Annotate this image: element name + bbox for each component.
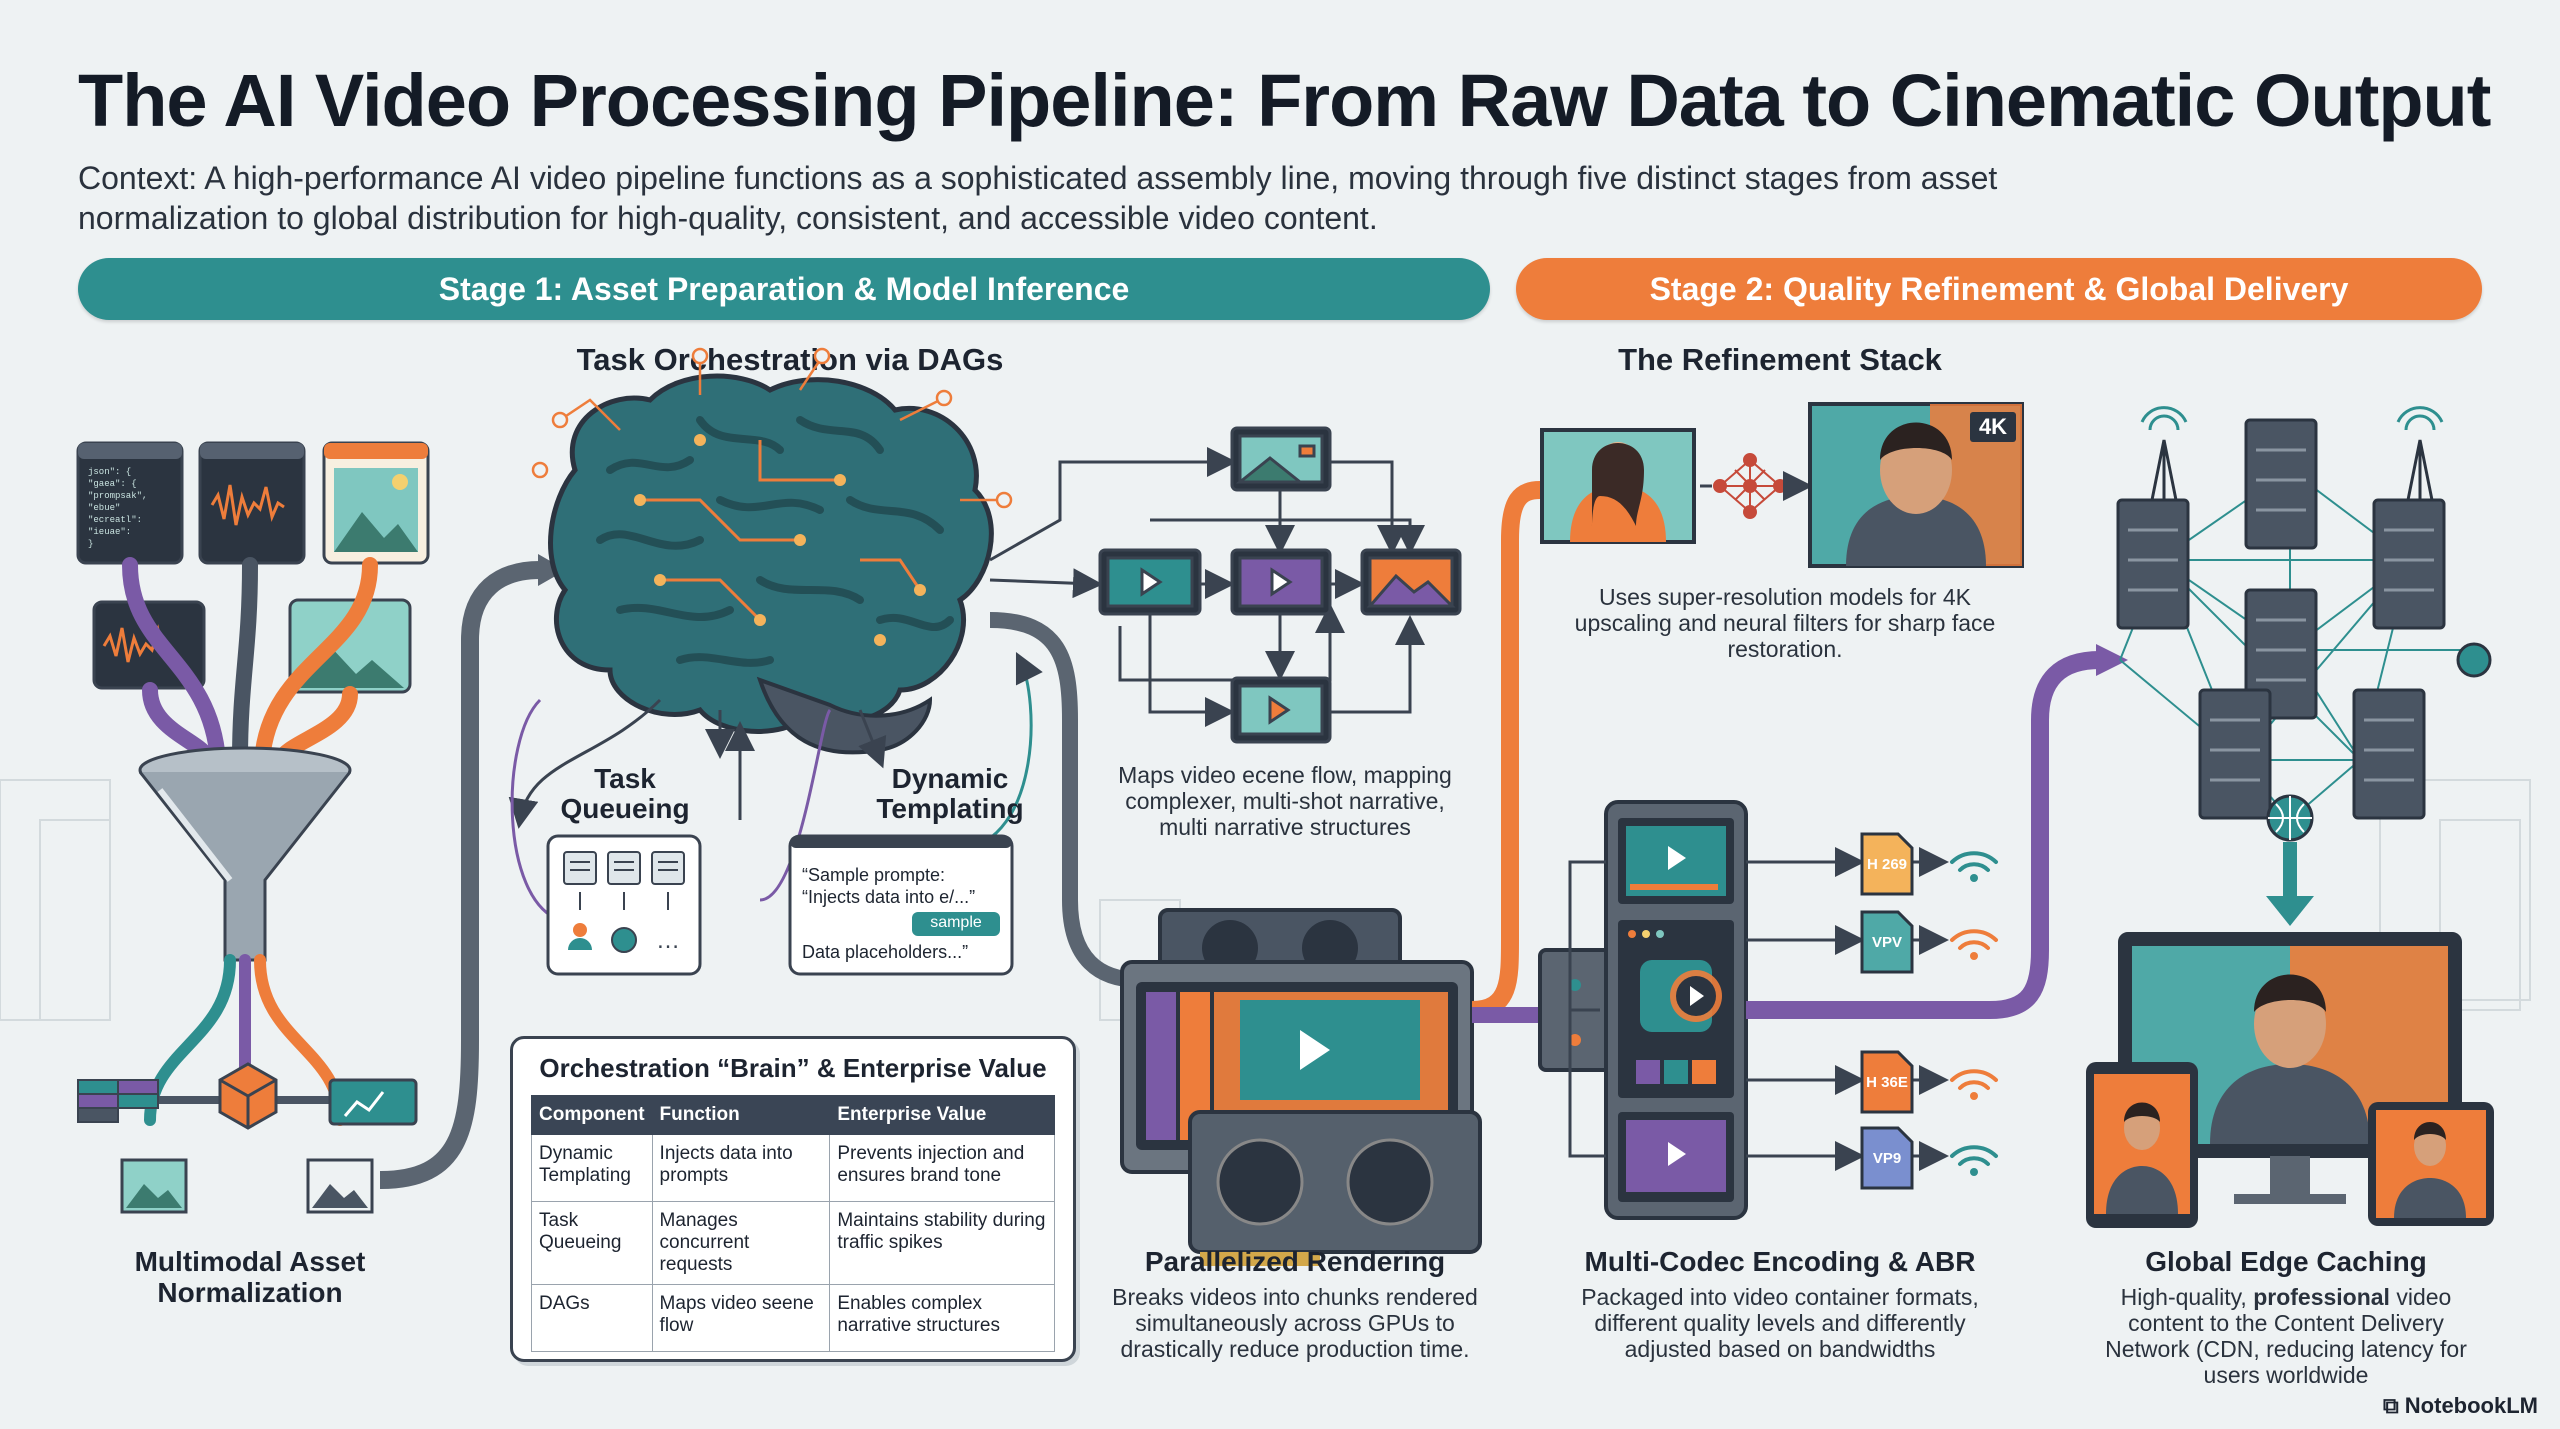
orchestration-table: Component Function Enterprise Value Dyna… (531, 1095, 1055, 1352)
code-line: "gaea": { (88, 479, 137, 489)
svg-text:…: … (656, 927, 680, 954)
dynamic-templating-label: Dynamic Templating (876, 763, 1024, 824)
gpu-cards-icon (1120, 908, 1482, 1266)
codec-label: VP9 (1872, 1150, 1902, 1167)
brain-icon (531, 347, 1013, 755)
table-cell: Dynamic Templating (531, 1134, 653, 1202)
template-line: “Injects data into e/...” (802, 887, 976, 907)
encoding-title: Multi-Codec Encoding & ABR (1584, 1246, 1976, 1277)
stage-2-banner: Stage 2: Quality Refinement & Global Del… (1516, 258, 2482, 320)
table-cell: Maps video seene flow (651, 1284, 831, 1352)
codec-label: VPV (1871, 934, 1902, 951)
codec-label: H 36E (1866, 1074, 1908, 1091)
table-header: Function (651, 1095, 831, 1135)
normalized-cube-icon (218, 1062, 278, 1130)
face-before-image (1540, 428, 1696, 544)
image-window-icon (322, 441, 430, 565)
image-thumb-icon-2 (306, 1158, 374, 1214)
table-row: Task Queueing Manages concurrent request… (531, 1201, 1055, 1285)
table-cell: DAGs (531, 1284, 653, 1352)
table-header-row: Component Function Enterprise Value (531, 1095, 1055, 1135)
image-thumb-icon (120, 1158, 188, 1214)
template-line: “Sample prompte: (802, 865, 946, 885)
code-line: "ebue" (88, 503, 121, 513)
edge-caching-title: Global Edge Caching (2145, 1246, 2427, 1277)
template-sample-chip: sample (930, 914, 982, 931)
monitor-icon (2118, 932, 2462, 1204)
table-row: DAGs Maps video seene flow Enables compl… (531, 1284, 1055, 1352)
audio-window-icon (198, 441, 306, 565)
brand-text: NotebookLM (2404, 1393, 2538, 1418)
code-line: json": { (88, 467, 132, 477)
encoding-tower-icon (1538, 800, 1748, 1220)
neural-net-icon (1713, 453, 1787, 519)
code-window-icon (76, 441, 184, 565)
chart-window-icon (328, 1078, 418, 1126)
template-card-text: “Sample prompte: “Injects data into e/..… (802, 864, 1002, 908)
rendering-title: Parallelized Rendering (1144, 1246, 1446, 1277)
table-row: Dynamic Templating Injects data into pro… (531, 1134, 1055, 1202)
code-line: "ieuae": (88, 527, 132, 537)
server-racks (2116, 418, 2446, 820)
globe-icon (2266, 642, 2492, 842)
template-card (788, 834, 1014, 976)
table-header: Component (531, 1095, 653, 1135)
table-cell: Maintains stability during traffic spike… (829, 1201, 1055, 1285)
connector-to-rendering (989, 612, 1141, 988)
caption-text: video content to the Content Delivery Ne… (2105, 1284, 2467, 1388)
codec-label: H 269 (1866, 856, 1908, 873)
brand-label: ⧉ NotebookLM (2383, 1393, 2538, 1419)
phone-icon (2368, 1102, 2494, 1226)
caption-text: High-quality, (2120, 1284, 2254, 1310)
code-line: } (88, 539, 94, 549)
stage-1-banner: Stage 1: Asset Preparation & Model Infer… (78, 258, 1490, 320)
code-line: "prompsak", (88, 491, 148, 501)
page-title: The AI Video Processing Pipeline: From R… (78, 59, 2491, 142)
asset-flows (122, 557, 378, 768)
template-placeholder-text: Data placeholders...” (802, 942, 969, 962)
table-cell: Enables complex narrative structures (829, 1284, 1055, 1352)
connector-to-brain (379, 561, 541, 1189)
encoding-caption: Packaged into video container formats, d… (1581, 1284, 1979, 1362)
context-paragraph: Context: A high-performance AI video pip… (78, 160, 1998, 236)
normalization-title: Multimodal Asset Normalization (134, 1246, 366, 1308)
table-cell: Manages concurrent requests (651, 1201, 831, 1285)
dags-heading: Task Orchestration via DAGs (576, 342, 1004, 377)
task-queue-card: … (546, 834, 702, 976)
caption-emphasis: professional (2253, 1284, 2390, 1310)
stacked-blocks-icon (77, 1079, 159, 1123)
refinement-heading: The Refinement Stack (1618, 342, 1942, 377)
notebook-icon: ⧉ (2382, 1393, 2405, 1418)
table-header: Enterprise Value (829, 1095, 1055, 1135)
tablet-icon (2086, 1062, 2198, 1228)
edge-caching-caption: High-quality, professional video content… (2086, 1284, 2486, 1388)
antenna-icons (2140, 406, 2444, 501)
face-4k-image (1808, 402, 2024, 568)
funnel-icon (138, 746, 352, 962)
table-cell: Task Queueing (531, 1201, 653, 1285)
task-queueing-label: Task Queueing (560, 763, 690, 824)
table-title: Orchestration “Brain” & Enterprise Value (539, 1053, 1047, 1083)
code-snippet: json": { "gaea": { "prompsak", "ebue" "e… (88, 466, 147, 550)
connector-to-refinement (1471, 481, 1541, 1019)
orchestration-table-card: Orchestration “Brain” & Enterprise Value… (510, 1036, 1076, 1362)
table-cell: Prevents injection and ensures brand ton… (829, 1134, 1055, 1202)
dag-diagram (989, 426, 1462, 744)
table-cell: Injects data into prompts (651, 1134, 831, 1202)
code-line: "ecreatl": (88, 515, 143, 525)
codec-file-icons (1860, 832, 1914, 1190)
refinement-caption: Uses super-resolution models for 4K upsc… (1574, 584, 1996, 662)
dag-caption: Maps video ecene flow, mapping complexer… (1118, 762, 1452, 840)
wifi-icons (1950, 851, 1998, 1176)
rendering-caption: Breaks videos into chunks rendered simul… (1112, 1284, 1478, 1362)
connector-to-cdn (1746, 651, 2101, 1019)
badge-4k: 4K (1978, 414, 2008, 439)
